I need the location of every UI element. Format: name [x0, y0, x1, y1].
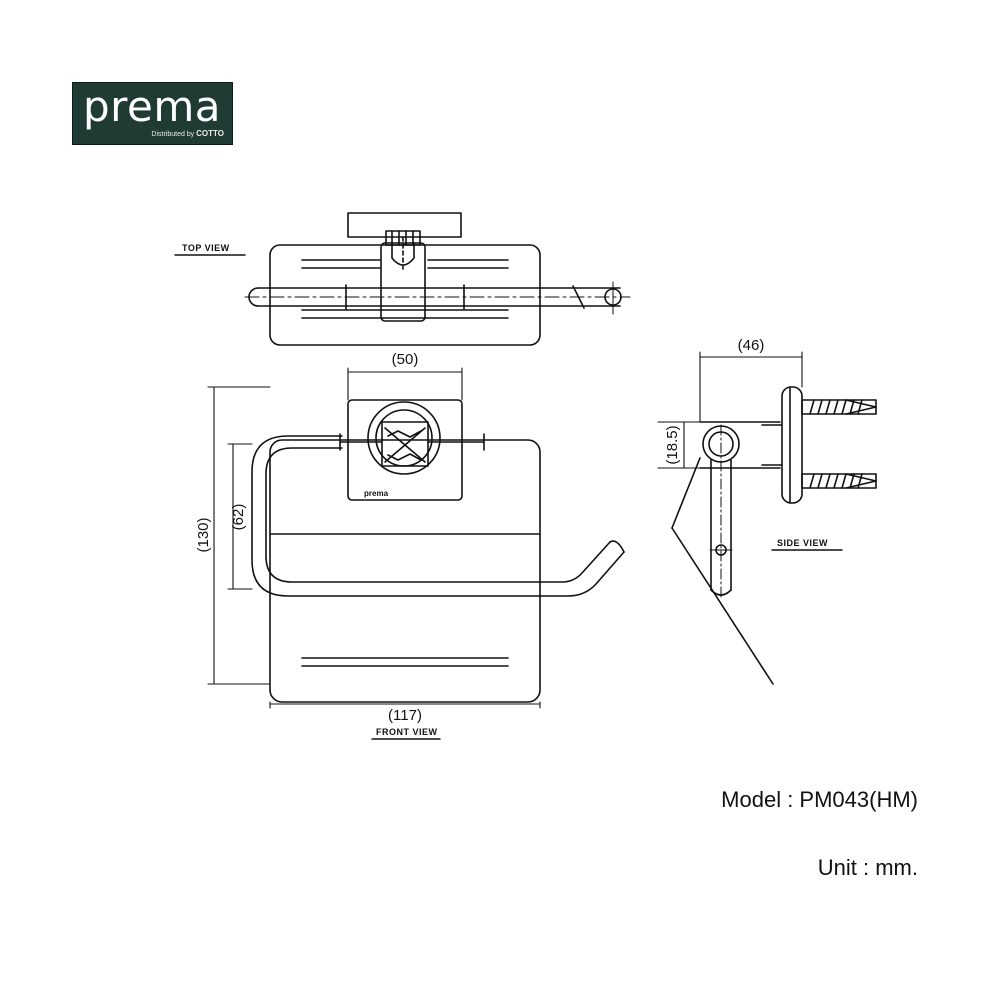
model-label: Model: [721, 787, 782, 812]
side-view-cover: [671, 457, 701, 529]
logo-tagline: Distributed by COTTO: [151, 129, 224, 139]
top-view: [244, 212, 631, 346]
front-view-cover-outline: [269, 439, 541, 703]
unit-value: mm.: [875, 855, 918, 880]
front-view-rod: [251, 435, 625, 597]
side-view: [671, 386, 877, 685]
prema-logo: prema Distributed by COTTO: [72, 82, 233, 145]
front-view: [251, 399, 625, 703]
dim-depth: (46): [738, 337, 765, 354]
dim-width: (117): [388, 707, 422, 724]
dim-inner-height: (62): [230, 504, 247, 531]
dim-rod: (18.5): [664, 425, 681, 464]
top-view-label: TOP VIEW: [182, 243, 230, 253]
front-view-mount-plate: [347, 399, 463, 501]
model-line: Model : PM043(HM): [721, 787, 918, 812]
dimension-lines: [174, 254, 843, 740]
unit-label: Unit: [817, 855, 857, 880]
dim-top-width: (50): [392, 351, 419, 368]
top-view-hub: [380, 242, 426, 322]
side-view-label: SIDE VIEW: [777, 538, 828, 548]
top-view-mount-plate: [347, 212, 462, 238]
logo-brand: prema: [83, 82, 221, 131]
plate-mark: prema: [364, 489, 389, 498]
side-view-backplate: [781, 386, 803, 504]
front-view-label: FRONT VIEW: [376, 727, 438, 737]
model-value: PM043(HM): [799, 787, 918, 812]
dim-height: (130): [195, 517, 212, 552]
front-view-set-screw: [381, 421, 429, 467]
side-view-screws: [801, 399, 877, 489]
unit-line: Unit : mm.: [817, 855, 918, 880]
